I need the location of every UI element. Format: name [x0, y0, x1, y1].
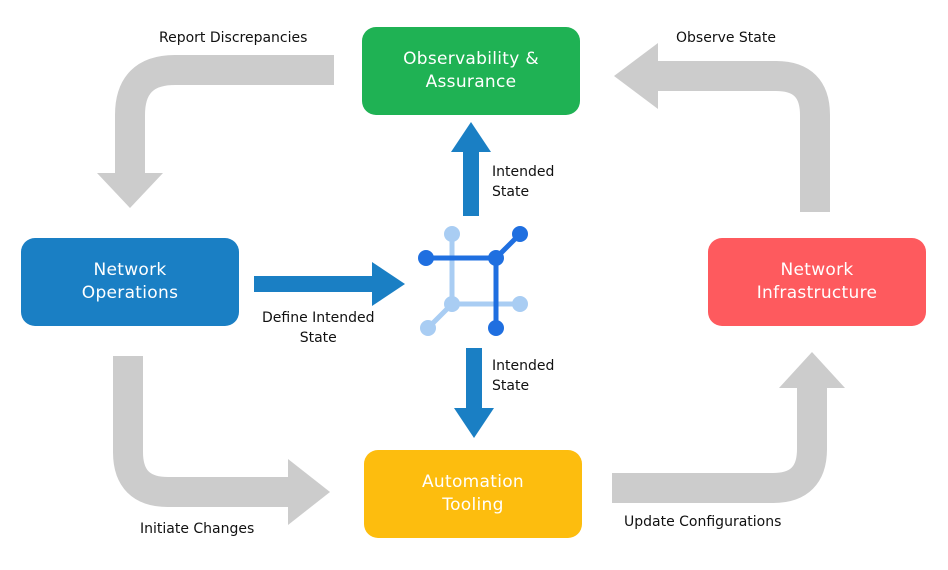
arrow-intended-down-shaft — [466, 348, 482, 410]
label-intended-up-line1: Intended — [492, 164, 555, 180]
label-intended-state-up: Intended State — [492, 162, 554, 202]
node-operations-line1: Network — [93, 260, 167, 280]
arrow-define-shaft — [254, 276, 374, 292]
label-report-discrepancies: Report Discrepancies — [159, 30, 308, 46]
arrow-update-configurations-head — [779, 352, 845, 388]
arrow-intended-up-head — [451, 122, 491, 152]
label-intended-state-down: Intended State — [492, 356, 554, 396]
label-define-line1: Define Intended — [262, 310, 375, 326]
node-observability-line2: Assurance — [425, 72, 517, 92]
intent-network-graph-icon — [418, 226, 528, 336]
arrow-initiate-changes-head — [288, 459, 330, 525]
arrow-define-head — [372, 262, 405, 306]
node-observability-assurance: Observability & Assurance — [362, 27, 580, 115]
label-intended-down-line2: State — [492, 378, 530, 394]
label-initiate-changes: Initiate Changes — [140, 521, 255, 537]
node-operations-line2: Operations — [81, 283, 179, 303]
arrow-report-discrepancies — [115, 55, 334, 180]
node-infrastructure-line2: Infrastructure — [756, 283, 878, 303]
arrow-observe-state-head — [614, 43, 658, 109]
node-network-operations: Network Operations — [21, 238, 239, 326]
label-define-intended-state: Define Intended State — [262, 308, 375, 348]
arrow-observe-state — [654, 61, 830, 212]
label-observe-state: Observe State — [676, 30, 776, 46]
arrow-intended-up-shaft — [463, 150, 479, 216]
node-infrastructure-line1: Network — [780, 260, 854, 280]
arrow-initiate-changes — [113, 356, 293, 507]
node-network-infrastructure: Network Infrastructure — [708, 238, 926, 326]
label-intended-up-line2: State — [492, 184, 530, 200]
arrow-intended-down-head — [454, 408, 494, 438]
arrow-update-configurations — [612, 384, 827, 503]
arrow-report-discrepancies-head — [97, 173, 163, 208]
label-update-configurations: Update Configurations — [624, 514, 782, 530]
node-observability-line1: Observability & — [403, 49, 539, 69]
label-define-line2: State — [299, 330, 337, 346]
node-automation-line2: Tooling — [442, 495, 504, 515]
label-intended-down-line1: Intended — [492, 358, 555, 374]
node-automation-line1: Automation — [421, 472, 524, 492]
node-automation-tooling: Automation Tooling — [364, 450, 582, 538]
